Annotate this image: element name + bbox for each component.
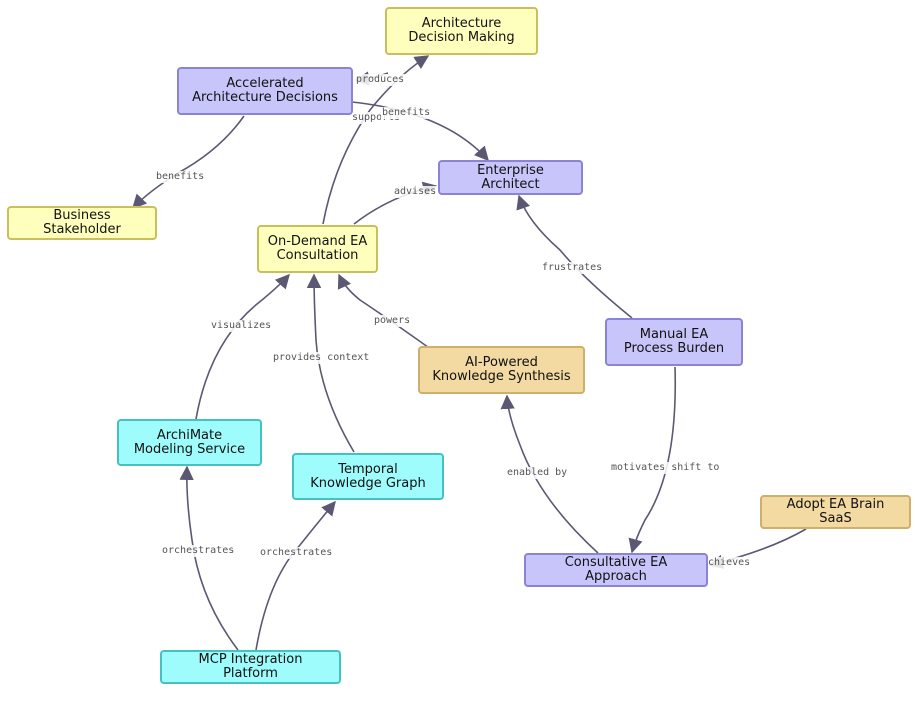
edge-label-powers: powers	[373, 315, 412, 327]
node-archimate-modeling-service[interactable]: ArchiMate Modeling Service	[117, 419, 262, 466]
edge-label-enabled-by: enabled by	[506, 467, 569, 479]
node-manual-ea-process-burden[interactable]: Manual EA Process Burden	[605, 318, 743, 366]
edge-benefits-ea	[351, 101, 489, 162]
edge-label-benefits-bs: benefits	[155, 171, 206, 183]
node-ai-powered-knowledge-synthesis[interactable]: AI-Powered Knowledge Synthesis	[418, 346, 585, 394]
edge-powers	[337, 273, 433, 351]
edge-label-benefits-ea: benefits	[381, 107, 432, 119]
edge-visualizes	[195, 273, 290, 420]
node-consultative-ea-approach[interactable]: Consultative EA Approach	[524, 553, 708, 587]
edge-orchestrates-archimate	[179, 465, 239, 651]
node-accelerated-architecture-decisions[interactable]: Accelerated Architecture Decisions	[177, 67, 353, 115]
edge-label-orchestrates-temporal: orchestrates	[259, 547, 334, 559]
edge-provides-context	[306, 273, 355, 453]
node-architecture-decision-making[interactable]: Architecture Decision Making	[385, 7, 538, 55]
edge-label-orchestrates-archimate: orchestrates	[161, 545, 236, 557]
edge-benefits-bs	[132, 115, 245, 210]
edge-label-frustrates: frustrates	[541, 262, 604, 274]
edge-label-advises: advises	[393, 186, 438, 198]
edge-label-achieves: achieves	[701, 557, 752, 569]
edge-enabled-by	[500, 394, 599, 554]
edge-label-produces: produces	[355, 74, 406, 86]
edge-frustrates	[516, 194, 633, 319]
edge-label-provides-context: provides context	[272, 352, 371, 364]
edge-label-motivates-shift-to: motivates shift to	[610, 462, 721, 474]
edge-motivates-shift-to	[628, 366, 677, 554]
node-business-stakeholder[interactable]: Business Stakeholder	[7, 206, 157, 240]
node-enterprise-architect[interactable]: Enterprise Architect	[438, 160, 583, 195]
edge-label-visualizes: visualizes	[210, 320, 273, 332]
node-mcp-integration-platform[interactable]: MCP Integration Platform	[160, 650, 341, 684]
node-on-demand-ea-consultation[interactable]: On-Demand EA Consultation	[257, 225, 378, 273]
node-temporal-knowledge-graph[interactable]: Temporal Knowledge Graph	[292, 453, 444, 500]
edge-orchestrates-temporal	[255, 500, 336, 651]
node-adopt-ea-brain-saas[interactable]: Adopt EA Brain SaaS	[760, 495, 911, 529]
